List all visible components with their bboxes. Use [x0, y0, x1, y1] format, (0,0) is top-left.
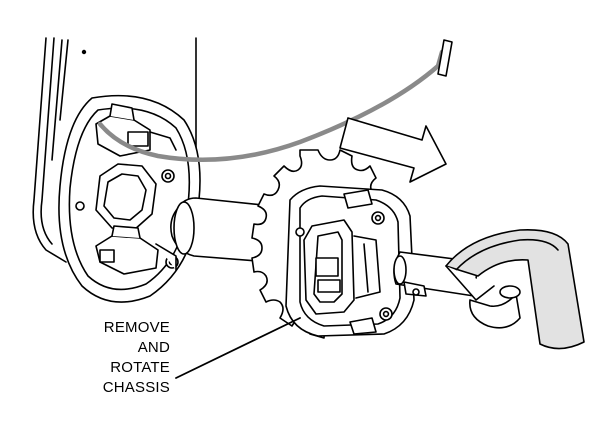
lever-strap	[445, 228, 585, 350]
callout-line-3: ROTATE	[110, 359, 170, 376]
spindle-tube	[170, 197, 273, 263]
lock-chassis-body	[285, 185, 415, 337]
door-edge	[32, 37, 197, 263]
callout-line-4: CHASSIS	[102, 379, 170, 396]
callout-leader-line	[175, 317, 301, 379]
cable-connector	[437, 39, 453, 77]
wire-cable	[97, 39, 453, 163]
callout-label: REMOVE AND ROTATE CHASSIS	[40, 318, 170, 398]
arrow-right-outline-icon	[339, 117, 447, 183]
callout-line-2: AND	[137, 339, 170, 356]
mounting-plate	[58, 94, 201, 303]
callout-line-1: REMOVE	[103, 319, 170, 336]
